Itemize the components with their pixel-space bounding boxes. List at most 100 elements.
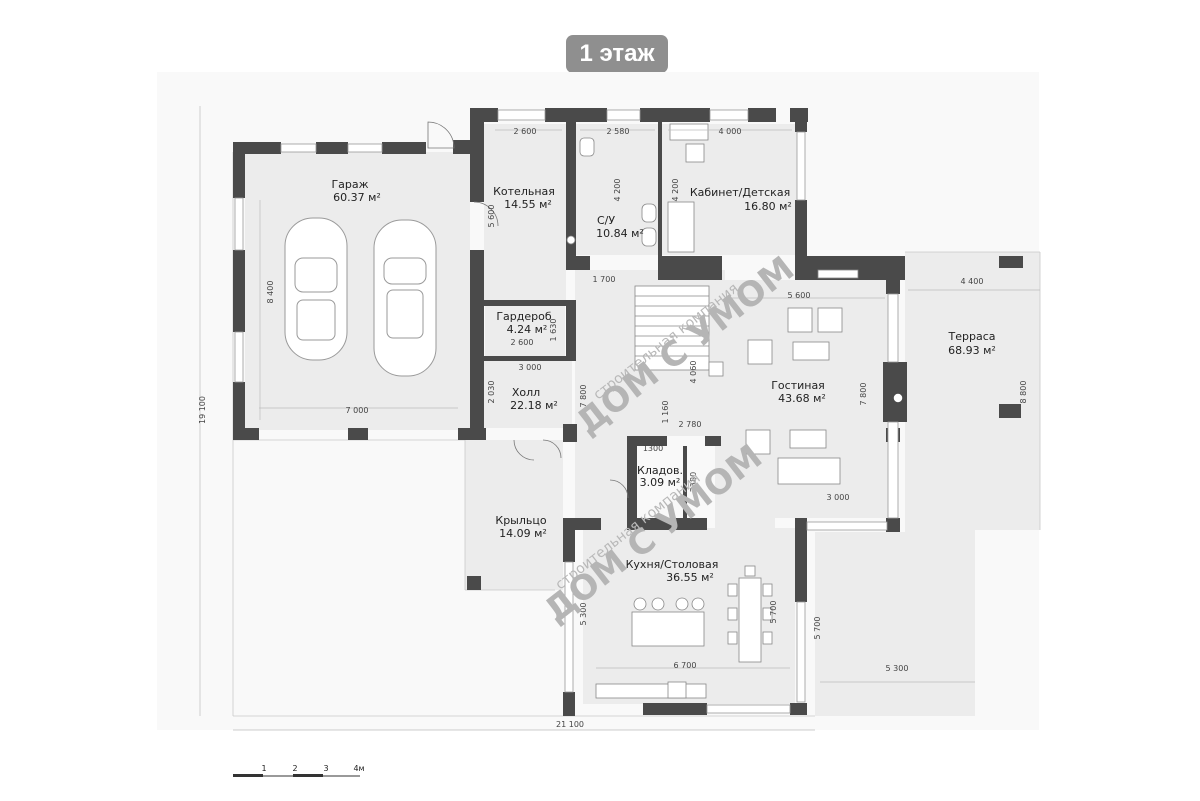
- chair-icon: [685, 143, 705, 163]
- sofa-icon: [777, 457, 841, 485]
- wall: [563, 692, 575, 716]
- armchair-icon: [787, 307, 813, 333]
- wall: [484, 300, 574, 306]
- sink-icon: [579, 137, 595, 157]
- window: [564, 561, 574, 693]
- wall: [545, 108, 607, 122]
- car-windshield: [383, 257, 427, 285]
- dim-kitchen-terrace-w: 5 300: [886, 664, 909, 673]
- dim-garage-w: 7 000: [346, 406, 369, 415]
- wall: [627, 436, 637, 530]
- porch-name: Крыльцо: [495, 514, 546, 527]
- post: [467, 576, 481, 590]
- dim-kitchen-right-h: 5 700: [813, 617, 822, 640]
- door: [427, 121, 455, 149]
- room-labels: Гараж 60.37 м² Котельная 14.55 м² С/У 10…: [331, 178, 995, 584]
- terrace-name: Терраса: [948, 330, 996, 343]
- toilet-icon: [641, 203, 657, 223]
- storage-name: Кладов.: [637, 464, 683, 477]
- garage-name: Гараж: [331, 178, 368, 191]
- table-icon: [789, 429, 827, 449]
- floor-areas: [245, 124, 1040, 716]
- armchair-icon: [817, 307, 843, 333]
- wall: [627, 436, 667, 446]
- dim-terrace-h: 8 800: [1019, 381, 1028, 404]
- door: [609, 479, 629, 499]
- dim-bath-w: 2 580: [607, 127, 630, 136]
- dining-table-icon: [738, 577, 762, 663]
- dim-total-w: 21 100: [556, 720, 584, 729]
- wall: [382, 142, 426, 154]
- post: [999, 404, 1021, 418]
- wall: [640, 108, 710, 122]
- wall: [348, 428, 368, 440]
- wall: [886, 518, 900, 532]
- scale-tick-4: 4м: [353, 764, 364, 773]
- dim-living-h: 7 800: [859, 383, 868, 406]
- wall: [233, 382, 245, 440]
- dim-living-bottom: 3 000: [827, 493, 850, 502]
- wall: [658, 256, 722, 280]
- desk-icon: [669, 123, 709, 141]
- porch-floor: [465, 440, 563, 590]
- kitchen-name: Кухня/Столовая: [626, 558, 719, 571]
- fireplace: [883, 362, 907, 422]
- office-name: Кабинет/Детская: [690, 186, 790, 199]
- dim-corr-gap: 1 160: [661, 401, 670, 424]
- dim-hall-top: 3 000: [519, 363, 542, 372]
- sofa-icon: [667, 201, 695, 253]
- wall: [795, 200, 807, 266]
- storage-area: 3.09 м²: [640, 476, 681, 489]
- wall: [563, 424, 577, 442]
- kitchen-area: 36.55 м²: [666, 571, 714, 584]
- window: [706, 704, 791, 714]
- wall: [453, 140, 473, 154]
- wardrobe-floor: [485, 306, 565, 356]
- counter-icon: [595, 683, 707, 699]
- dim-storage-w: 1300: [643, 444, 663, 453]
- window: [606, 109, 641, 121]
- wall: [470, 108, 484, 148]
- wall: [705, 436, 721, 446]
- living-name: Гостиная: [771, 379, 825, 392]
- dimension-lines: [199, 106, 1040, 731]
- boiler-area: 14.55 м²: [504, 198, 552, 211]
- windows: [234, 109, 899, 714]
- wall: [563, 518, 575, 562]
- wall: [795, 518, 807, 528]
- chair-icon: [762, 607, 773, 621]
- stair-post: [708, 361, 724, 377]
- chair-icon: [762, 583, 773, 597]
- scale-tick-1: 1: [261, 764, 266, 773]
- office-furniture: [667, 123, 859, 279]
- chair-icon: [727, 607, 738, 621]
- dim-stair-w: 1 700: [593, 275, 616, 284]
- dim-corr-w: 2 780: [679, 420, 702, 429]
- shelf-icon: [817, 269, 859, 279]
- window: [709, 109, 749, 121]
- wall: [470, 140, 484, 202]
- chair-icon: [762, 631, 773, 645]
- chair-icon: [727, 631, 738, 645]
- wall: [233, 250, 245, 332]
- terrace-posts: [467, 256, 1023, 590]
- island-icon: [631, 611, 705, 647]
- wall: [643, 703, 707, 715]
- post: [999, 256, 1023, 268]
- door: [473, 201, 499, 227]
- cars: [284, 217, 437, 377]
- wall: [790, 703, 807, 715]
- table-icon: [792, 341, 830, 361]
- hall-name: Холл: [512, 386, 540, 399]
- wall: [316, 142, 348, 154]
- window: [347, 143, 383, 153]
- dim-corr-h: 4 060: [689, 361, 698, 384]
- window: [280, 143, 317, 153]
- walls: [233, 108, 907, 716]
- dim-hall-h: 7 800: [579, 385, 588, 408]
- armchair-icon: [747, 339, 773, 365]
- wall: [683, 446, 687, 518]
- staircase: [634, 285, 724, 377]
- stool-icon: [691, 597, 705, 611]
